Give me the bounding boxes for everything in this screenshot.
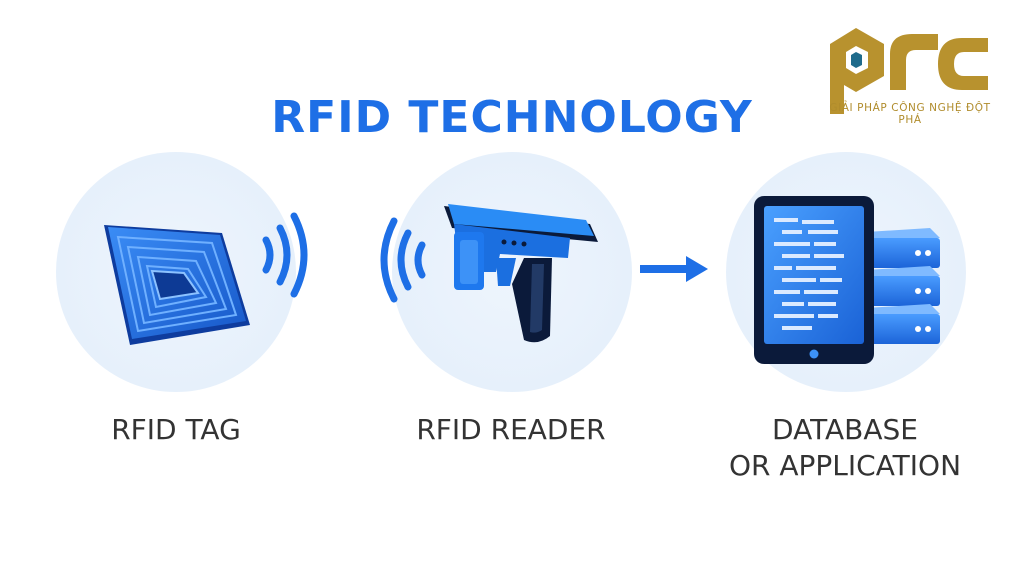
signal-waves-icon xyxy=(380,217,426,303)
brand-logo xyxy=(830,28,988,114)
server-stack-icon xyxy=(866,228,940,344)
stage-label-database-line2: OR APPLICATION xyxy=(728,449,962,482)
stage-label-database-line1: DATABASE xyxy=(772,413,918,446)
tablet-icon xyxy=(754,196,874,364)
stage-label-tag: RFID TAG xyxy=(111,413,241,446)
stage-label-reader: RFID READER xyxy=(416,413,606,446)
signal-waves-icon xyxy=(262,212,308,298)
rfid-reader-icon xyxy=(444,204,598,343)
arrow-right-icon xyxy=(640,256,708,282)
stage-label-database: DATABASE OR APPLICATION xyxy=(700,412,990,484)
brand-tagline: GIẢI PHÁP CÔNG NGHỆ ĐỘT PHÁ xyxy=(829,102,991,126)
page-title: RFID TECHNOLOGY xyxy=(271,92,753,143)
rfid-tag-icon xyxy=(104,225,250,345)
